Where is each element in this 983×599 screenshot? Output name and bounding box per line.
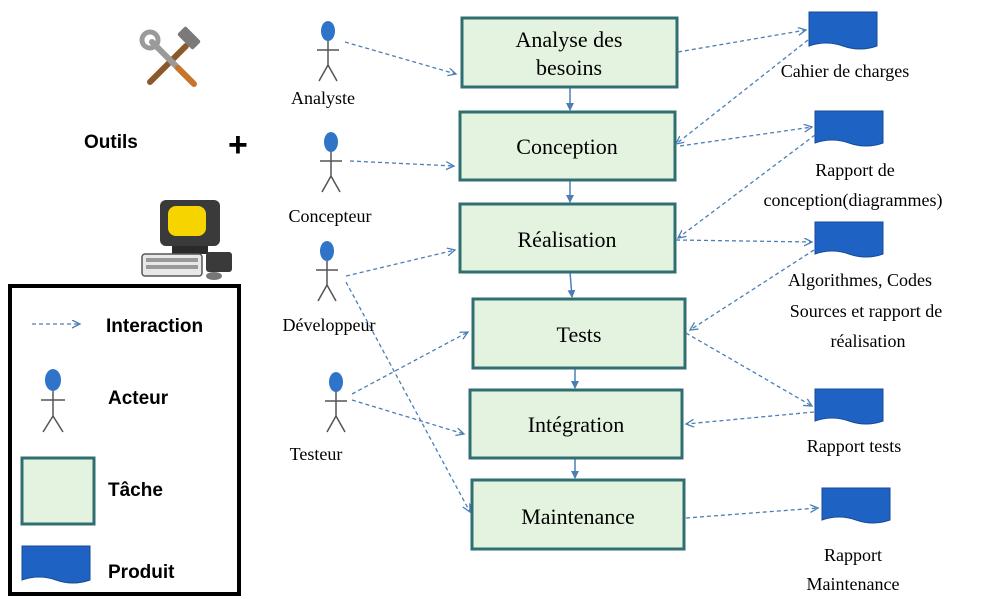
task-label: Intégration	[528, 412, 625, 437]
task-label: Tests	[557, 322, 602, 347]
product-label: Maintenance	[807, 574, 900, 594]
product-document-icon	[814, 221, 884, 258]
task-conception: Conception	[458, 110, 677, 182]
product-rapport-de-conception: Rapport de conception(diagrammes)	[764, 110, 943, 211]
task-label: Conception	[516, 134, 617, 159]
legend: Interaction Acteur Tâche Produit	[8, 284, 241, 596]
legend-task-label: Tâche	[108, 480, 163, 501]
actor-interactions	[344, 41, 470, 512]
product-label: Rapport	[824, 545, 882, 565]
legend-actor-icon	[41, 369, 65, 433]
product-document-icon	[808, 11, 878, 50]
product-document-icon	[814, 388, 884, 425]
actor-label: Testeur	[290, 444, 343, 464]
product-label: Sources et rapport de	[790, 301, 942, 321]
product-interactions	[676, 30, 818, 519]
product-rapport-maintenance: Rapport Maintenance	[807, 487, 900, 594]
legend-actor-label: Acteur	[108, 388, 169, 409]
product-label: Algorithmes, Codes	[788, 270, 932, 290]
computer-icon	[141, 200, 232, 280]
task-analyse-des-besoins: Analyse des besoins	[460, 16, 679, 89]
product-label: Rapport tests	[807, 436, 902, 456]
product-rapport-tests: Rapport tests	[807, 388, 902, 456]
task-maintenance: Maintenance	[470, 478, 686, 551]
product-label: réalisation	[831, 331, 906, 351]
task-realisation: Réalisation	[458, 202, 677, 274]
actor-concepteur: Concepteur	[289, 132, 372, 226]
actor-testeur: Testeur	[290, 372, 347, 464]
task-label: Réalisation	[518, 227, 617, 252]
legend-task-swatch	[20, 456, 96, 526]
actor-analyste: Analyste	[291, 21, 355, 108]
plus-sign: +	[228, 126, 248, 164]
task-tests: Tests	[471, 297, 687, 370]
flow-arrows	[566, 87, 579, 479]
actor-label: Analyste	[291, 88, 355, 108]
actor-label: Concepteur	[289, 206, 372, 226]
task-label: Analyse des	[516, 27, 623, 52]
tools-label: Outils	[84, 132, 138, 153]
task-integration: Intégration	[468, 388, 684, 460]
actor-label: Développeur	[283, 315, 376, 335]
product-document-icon	[814, 110, 884, 147]
product-algorithmes-codes: Algorithmes, Codes Sources et rapport de…	[788, 221, 942, 351]
task-label: Maintenance	[521, 504, 635, 529]
product-cahier-de-charges: Cahier de charges	[781, 11, 910, 81]
legend-product-label: Produit	[108, 562, 175, 583]
actor-developpeur: Développeur	[283, 241, 376, 335]
tools-icon	[139, 26, 201, 87]
product-label: Rapport de	[815, 160, 894, 180]
task-label: besoins	[536, 55, 602, 80]
hammer-wrench-icon	[139, 26, 201, 87]
legend-product-swatch	[21, 545, 91, 584]
product-label: conception(diagrammes)	[764, 190, 943, 211]
product-document-icon	[821, 487, 891, 524]
product-label: Cahier de charges	[781, 61, 910, 81]
legend-interaction-label: Interaction	[106, 316, 203, 337]
